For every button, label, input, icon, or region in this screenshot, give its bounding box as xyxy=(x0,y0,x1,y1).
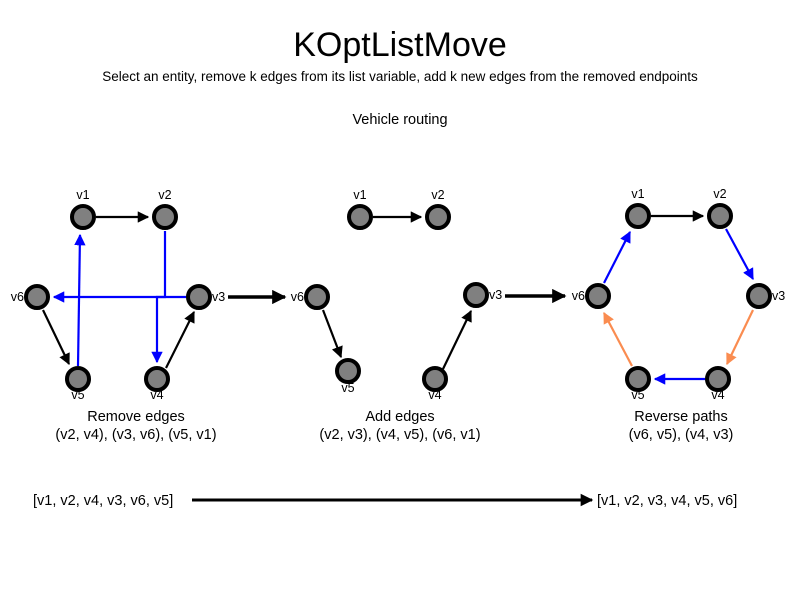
node-label-v5: v5 xyxy=(71,388,84,402)
node-v6[interactable] xyxy=(24,284,50,310)
panel-caption-line2: (v2, v4), (v3, v6), (v5, v1) xyxy=(55,427,216,443)
edge-v3-v4 xyxy=(726,309,754,366)
node-v5[interactable] xyxy=(65,366,91,392)
node-v3[interactable] xyxy=(186,284,212,310)
node-v5[interactable] xyxy=(625,366,651,392)
node-label-v3: v3 xyxy=(212,290,225,304)
node-label-v1: v1 xyxy=(631,187,644,201)
node-label-v4: v4 xyxy=(428,388,441,402)
node-label-v6: v6 xyxy=(11,290,24,304)
panel-add-nodes xyxy=(304,204,489,392)
edge-v5-v6 xyxy=(603,311,633,367)
page-subtitle: Select an entity, remove k edges from it… xyxy=(102,69,698,84)
node-v6[interactable] xyxy=(585,283,611,309)
panel-add: v1 v2 v3 v4 v5 v6 Add edges (v2, v3), (v… xyxy=(291,188,502,443)
node-label-v1: v1 xyxy=(353,188,366,202)
panel-reverse-edges xyxy=(603,210,754,385)
node-v1[interactable] xyxy=(625,203,651,229)
edge-v6-v5 xyxy=(42,309,70,366)
panel-remove-nodes xyxy=(24,204,212,392)
node-v2[interactable] xyxy=(707,203,733,229)
edge-v2-v3 xyxy=(725,228,754,281)
node-v1[interactable] xyxy=(70,204,96,230)
node-label-v3: v3 xyxy=(772,289,785,303)
panel-reverse: v1 v2 v3 v4 v5 v6 Reverse paths (v6, v5)… xyxy=(572,187,785,443)
panel-caption-line1: Reverse paths xyxy=(634,409,728,425)
panel-caption-line2: (v6, v5), (v4, v3) xyxy=(629,427,734,443)
edge-v4-v3 xyxy=(165,310,195,369)
edge-v6-v5 xyxy=(321,309,343,359)
panel-caption-line2: (v2, v3), (v4, v5), (v6, v1) xyxy=(319,427,480,443)
node-v4[interactable] xyxy=(422,366,448,392)
node-v5[interactable] xyxy=(335,358,361,384)
panel-remove: v1 v2 v3 v4 v5 v6 Remove edges (v2, v4),… xyxy=(11,188,225,443)
node-v4[interactable] xyxy=(705,366,731,392)
edge-v6-v1 xyxy=(603,230,631,284)
node-label-v2: v2 xyxy=(431,188,444,202)
section-label: Vehicle routing xyxy=(352,112,448,128)
node-label-v3: v3 xyxy=(489,288,502,302)
before-list-label: [v1, v2, v4, v3, v6, v5] xyxy=(33,493,173,509)
node-v1[interactable] xyxy=(347,204,373,230)
panel-caption-line1: Add edges xyxy=(365,409,434,425)
panel-caption-line1: Remove edges xyxy=(87,409,185,425)
panel-add-node-labels: v1 v2 v3 v4 v5 v6 xyxy=(291,188,502,402)
panel-add-edges xyxy=(321,211,472,370)
panel-reverse-node-labels: v1 v2 v3 v4 v5 v6 xyxy=(572,187,785,402)
node-label-v1: v1 xyxy=(76,188,89,202)
node-label-v5: v5 xyxy=(341,381,354,395)
node-v6[interactable] xyxy=(304,284,330,310)
edge-v5-v1 xyxy=(74,233,86,367)
node-label-v4: v4 xyxy=(711,388,724,402)
node-v2[interactable] xyxy=(152,204,178,230)
node-label-v2: v2 xyxy=(713,187,726,201)
panel-reverse-nodes xyxy=(585,203,772,392)
node-v4[interactable] xyxy=(144,366,170,392)
node-label-v5: v5 xyxy=(631,388,644,402)
after-list-label: [v1, v2, v3, v4, v5, v6] xyxy=(597,493,737,509)
node-label-v4: v4 xyxy=(150,388,163,402)
panel-remove-edges xyxy=(42,211,195,369)
node-label-v6: v6 xyxy=(291,290,304,304)
node-v3[interactable] xyxy=(463,282,489,308)
panel-remove-node-labels: v1 v2 v3 v4 v5 v6 xyxy=(11,188,225,402)
node-v2[interactable] xyxy=(425,204,451,230)
edge-v4-v3 xyxy=(442,309,472,370)
node-label-v2: v2 xyxy=(158,188,171,202)
page-title: KOptListMove xyxy=(293,26,507,64)
node-label-v6: v6 xyxy=(572,289,585,303)
node-v3[interactable] xyxy=(746,283,772,309)
